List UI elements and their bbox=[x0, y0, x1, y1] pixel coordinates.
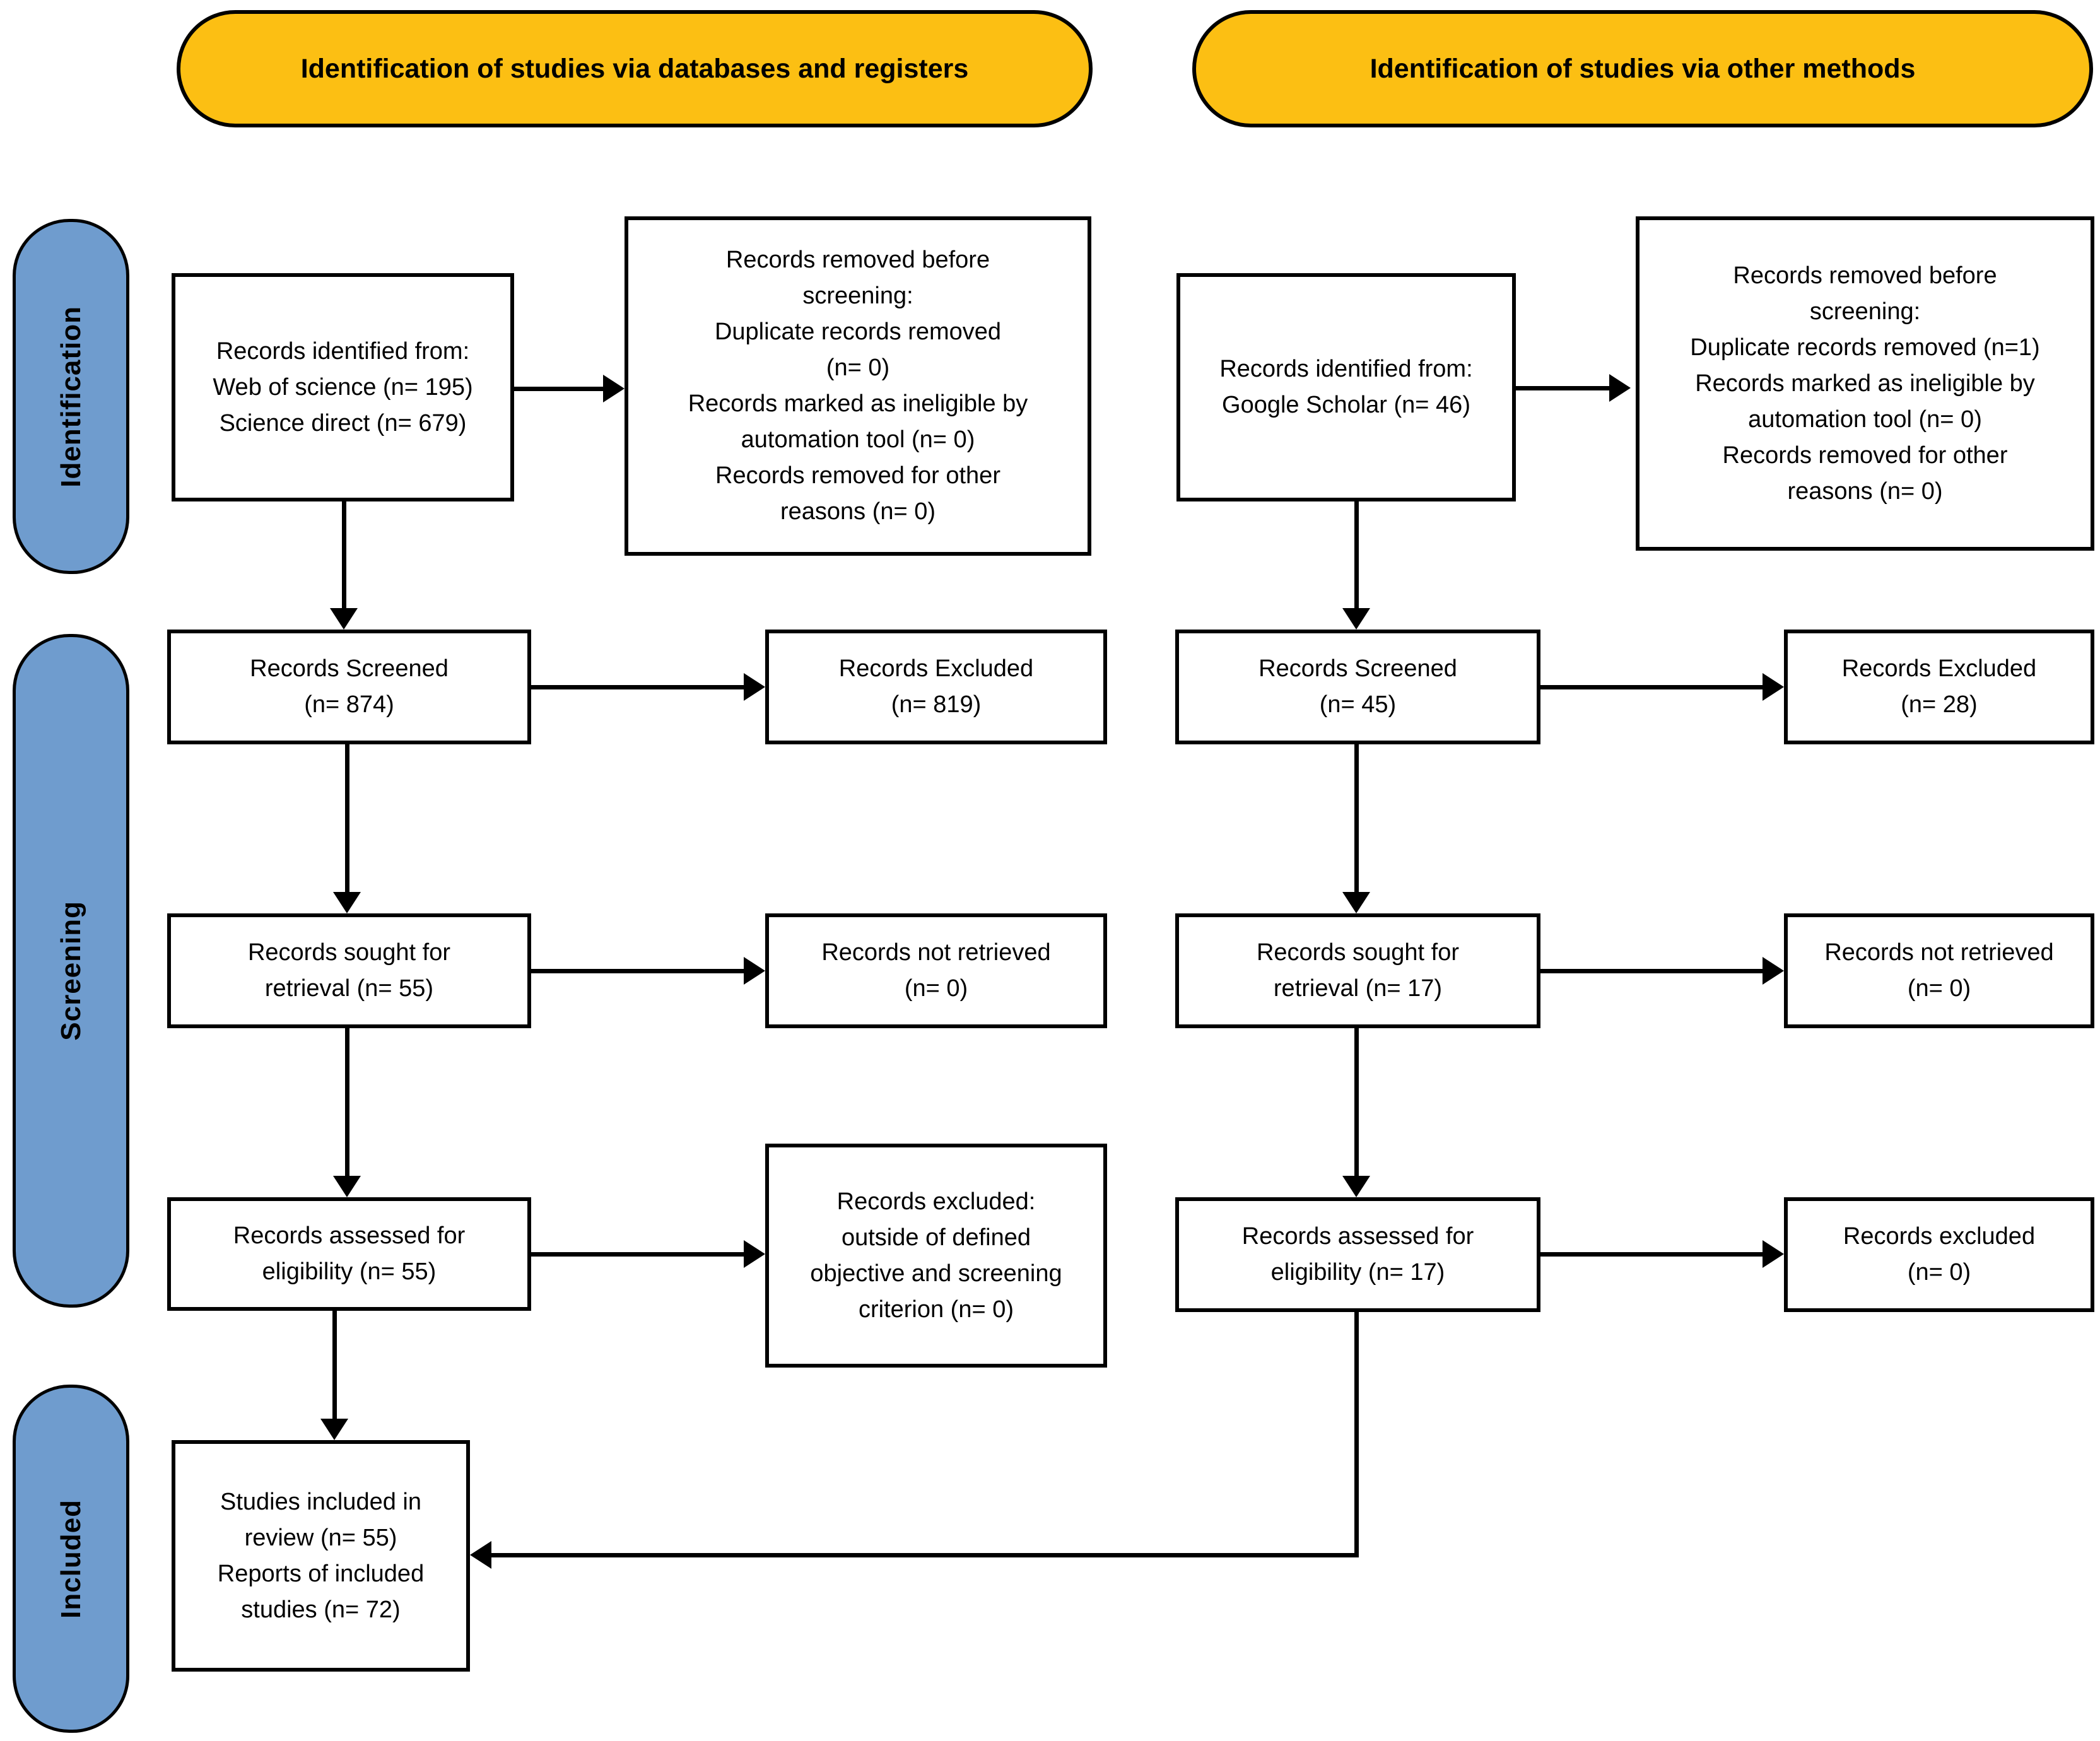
box-db-records-sought: Records sought for retrieval (n= 55) bbox=[167, 913, 531, 1028]
arrow-db-identified-to-screened-arrowhead bbox=[330, 608, 358, 630]
arrow-other-sought-to-assessed-arrowhead bbox=[1342, 1176, 1370, 1197]
arrow-db-sought-to-notretrieved-arrowhead bbox=[744, 957, 765, 985]
stage-screening: Screening bbox=[13, 634, 129, 1308]
stage-identification: Identification bbox=[13, 219, 129, 574]
stage-included-label: Included bbox=[55, 1499, 86, 1619]
box-other-records-excluded-eligibility: Records excluded (n= 0) bbox=[1784, 1197, 2094, 1312]
arrow-other-assessed-to-excluded-line bbox=[1540, 1252, 1763, 1257]
arrow-db-assessed-to-excluded-line bbox=[531, 1252, 744, 1257]
arrow-other-screened-to-sought-arrowhead bbox=[1342, 892, 1370, 913]
stage-included: Included bbox=[13, 1385, 129, 1733]
arrow-other-screened-to-sought-line bbox=[1354, 744, 1359, 892]
arrow-other-assessed-to-excluded-arrowhead bbox=[1763, 1240, 1784, 1268]
box-db-records-excluded: Records Excluded (n= 819) bbox=[765, 630, 1107, 744]
header-other-methods: Identification of studies via other meth… bbox=[1192, 10, 2093, 127]
arrow-other-screened-to-excluded-arrowhead bbox=[1763, 673, 1784, 701]
arrow-other-identified-to-screened-arrowhead bbox=[1342, 608, 1370, 630]
arrow-db-assessed-to-excluded-arrowhead bbox=[744, 1240, 765, 1268]
arrow-db-screened-to-excluded-arrowhead bbox=[744, 673, 765, 701]
arrow-other-assessed-to-included-horizontal-line bbox=[491, 1553, 1359, 1557]
box-db-records-removed-before-screening: Records removed before screening: Duplic… bbox=[625, 216, 1091, 556]
box-db-records-screened: Records Screened (n= 874) bbox=[167, 630, 531, 744]
box-db-records-excluded-criterion: Records excluded: outside of defined obj… bbox=[765, 1144, 1107, 1368]
stage-screening-label: Screening bbox=[55, 901, 86, 1041]
arrow-other-identified-to-removed-line bbox=[1516, 386, 1609, 390]
header-databases-registers: Identification of studies via databases … bbox=[177, 10, 1093, 127]
arrow-db-sought-to-notretrieved-line bbox=[531, 969, 744, 973]
box-other-records-excluded: Records Excluded (n= 28) bbox=[1784, 630, 2094, 744]
arrow-db-identified-to-screened-line bbox=[342, 501, 346, 608]
box-studies-included: Studies included in review (n= 55) Repor… bbox=[172, 1440, 470, 1672]
arrow-other-assessed-to-included-arrowhead bbox=[470, 1541, 491, 1569]
box-other-records-not-retrieved: Records not retrieved (n= 0) bbox=[1784, 913, 2094, 1028]
arrow-db-sought-to-assessed-line bbox=[345, 1028, 349, 1176]
arrow-other-assessed-to-included-vertical-line bbox=[1354, 1312, 1359, 1555]
arrow-other-identified-to-removed-arrowhead bbox=[1609, 374, 1631, 402]
arrow-db-identified-to-removed-line bbox=[514, 387, 606, 391]
box-other-records-removed-before-screening: Records removed before screening: Duplic… bbox=[1636, 216, 2094, 551]
arrow-other-screened-to-excluded-line bbox=[1540, 685, 1763, 689]
arrow-db-assessed-to-included-arrowhead bbox=[320, 1419, 348, 1440]
arrow-db-sought-to-assessed-arrowhead bbox=[333, 1176, 361, 1197]
box-other-records-assessed: Records assessed for eligibility (n= 17) bbox=[1175, 1197, 1540, 1312]
arrow-db-screened-to-sought-arrowhead bbox=[333, 892, 361, 913]
arrow-db-assessed-to-included-line bbox=[332, 1311, 337, 1419]
arrow-other-sought-to-notretrieved-line bbox=[1540, 969, 1763, 973]
arrow-other-sought-to-assessed-line bbox=[1354, 1028, 1359, 1176]
arrow-other-identified-to-screened-line bbox=[1354, 501, 1359, 608]
box-other-records-sought: Records sought for retrieval (n= 17) bbox=[1175, 913, 1540, 1028]
stage-identification-label: Identification bbox=[55, 305, 86, 488]
arrow-db-screened-to-sought-line bbox=[345, 744, 349, 892]
box-db-records-not-retrieved: Records not retrieved (n= 0) bbox=[765, 913, 1107, 1028]
arrow-db-identified-to-removed-arrowhead bbox=[603, 375, 625, 402]
arrow-other-sought-to-notretrieved-arrowhead bbox=[1763, 957, 1784, 985]
box-db-records-assessed: Records assessed for eligibility (n= 55) bbox=[167, 1197, 531, 1311]
box-db-records-identified: Records identified from: Web of science … bbox=[172, 273, 514, 501]
arrow-db-screened-to-excluded-line bbox=[531, 685, 744, 689]
box-other-records-screened: Records Screened (n= 45) bbox=[1175, 630, 1540, 744]
box-other-records-identified: Records identified from: Google Scholar … bbox=[1176, 273, 1516, 501]
